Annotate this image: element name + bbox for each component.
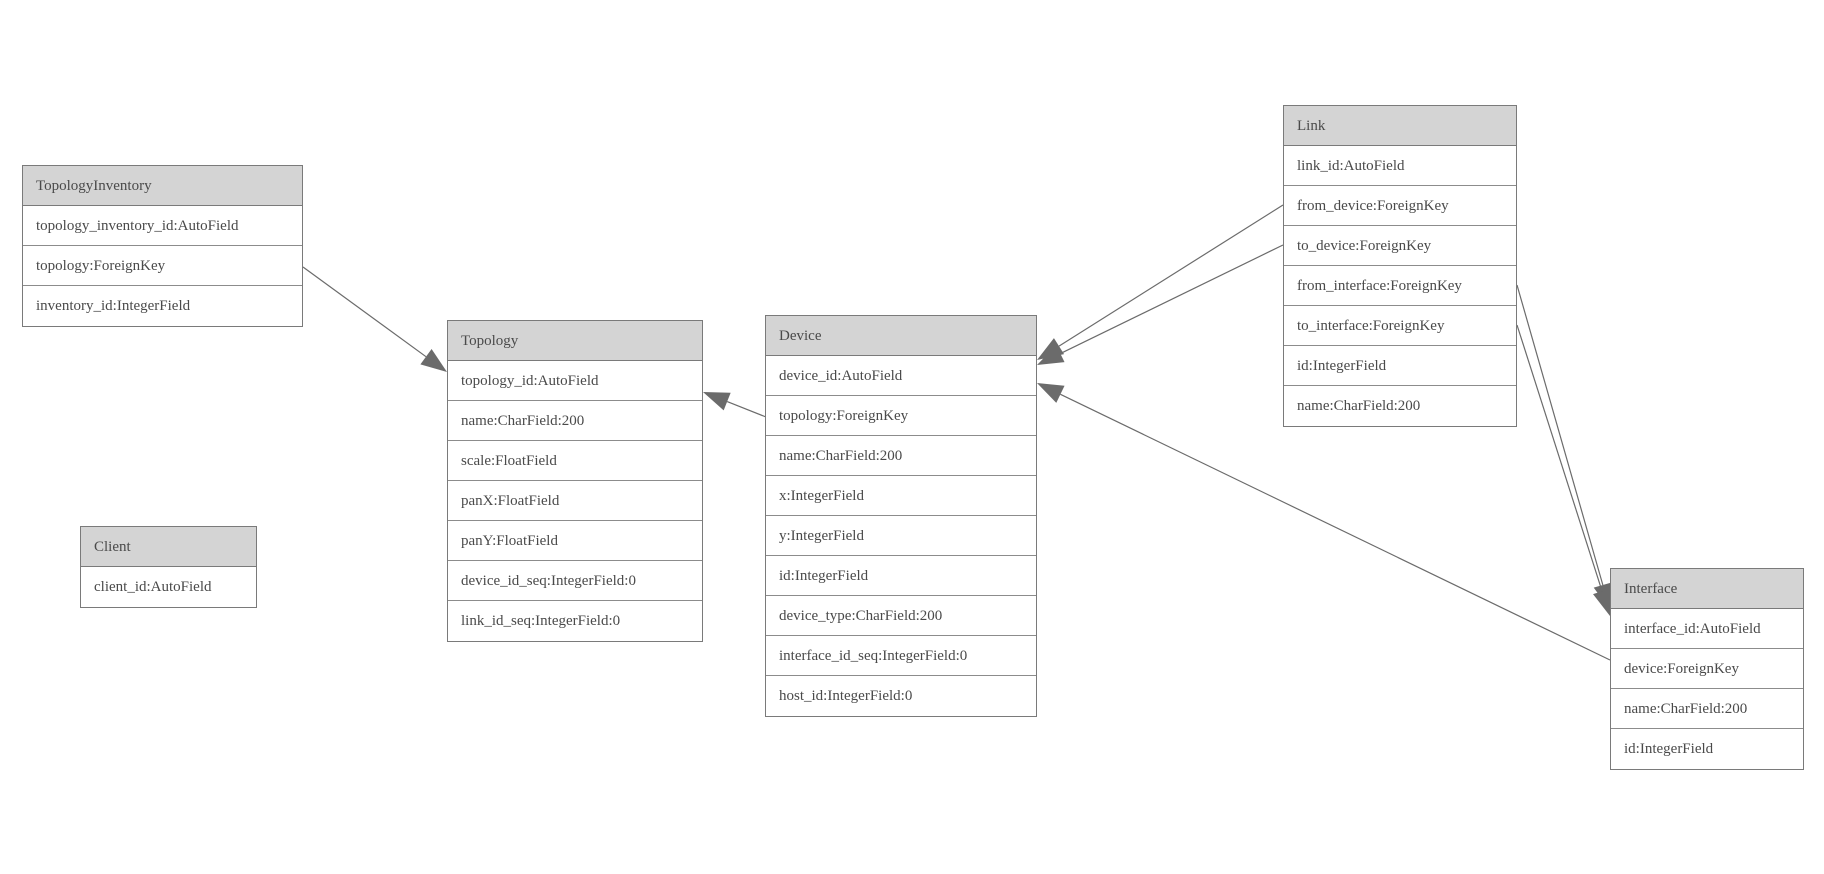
arrowhead-icon [420,349,447,372]
field-row: to_device:ForeignKey [1284,226,1516,266]
field-row: from_device:ForeignKey [1284,186,1516,226]
field-row: link_id_seq:IntegerField:0 [448,601,702,641]
entity-title-link: Link [1284,106,1516,146]
field-row: topology:ForeignKey [766,396,1036,436]
edge-topologyinventory-topology [302,266,427,358]
field-row: topology_inventory_id:AutoField [23,206,302,246]
arrowhead-icon [1037,383,1065,403]
edge-interface-device [1060,393,1611,661]
field-row: device_type:CharField:200 [766,596,1036,636]
field-row: device:ForeignKey [1611,649,1803,689]
field-row: topology_id:AutoField [448,361,702,401]
field-row: x:IntegerField [766,476,1036,516]
edge-link-to-device-device [1060,244,1284,355]
field-row: name:CharField:200 [1611,689,1803,729]
field-row: from_interface:ForeignKey [1284,266,1516,306]
entity-title-interface: Interface [1611,569,1803,609]
field-row: id:IntegerField [766,556,1036,596]
field-row: to_interface:ForeignKey [1284,306,1516,346]
edge-link-from-interface-interface [1516,284,1604,586]
field-row: name:CharField:200 [766,436,1036,476]
field-row: id:IntegerField [1284,346,1516,386]
field-row: device_id:AutoField [766,356,1036,396]
field-row: id:IntegerField [1611,729,1803,769]
field-row: inventory_id:IntegerField [23,286,302,326]
field-row: interface_id_seq:IntegerField:0 [766,636,1036,676]
field-row: name:CharField:200 [448,401,702,441]
entity-title-topology: Topology [448,321,702,361]
field-row: panY:FloatField [448,521,702,561]
field-row: host_id:IntegerField:0 [766,676,1036,716]
entity-title-client: Client [81,527,256,567]
edge-link-to-interface-interface [1516,324,1603,592]
field-row: scale:FloatField [448,441,702,481]
field-row: topology:ForeignKey [23,246,302,286]
edge-device-topology [726,401,767,418]
edge-link-from-device-device [1058,204,1284,347]
field-row: link_id:AutoField [1284,146,1516,186]
field-row: y:IntegerField [766,516,1036,556]
arrowhead-icon [1593,588,1612,616]
entity-title-device: Device [766,316,1036,356]
field-row: panX:FloatField [448,481,702,521]
entity-title-topology-inventory: TopologyInventory [23,166,302,206]
arrowhead-icon [1037,345,1065,365]
field-row: interface_id:AutoField [1611,609,1803,649]
field-row: name:CharField:200 [1284,386,1516,426]
arrowhead-icon [703,392,731,411]
field-row: device_id_seq:IntegerField:0 [448,561,702,601]
field-row: client_id:AutoField [81,567,256,607]
